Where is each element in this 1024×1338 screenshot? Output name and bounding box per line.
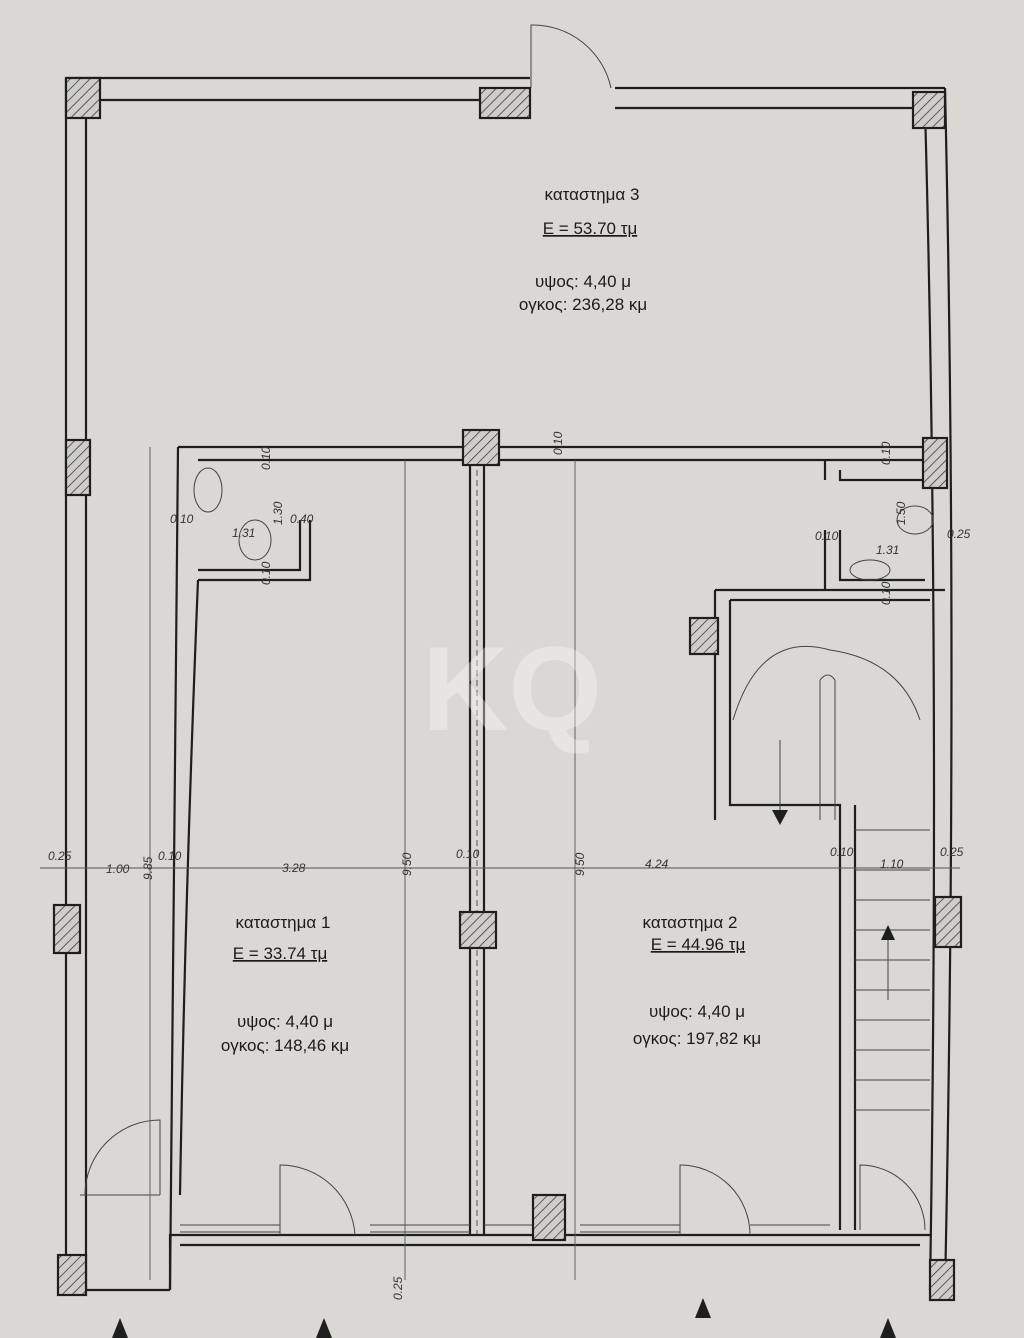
dim-label: 0.25 — [48, 849, 72, 863]
dim-label: 0.10 — [551, 431, 565, 455]
column — [461, 428, 501, 467]
room-name: καταστημα 1 — [236, 913, 331, 932]
room-1-label: καταστημα 1 E = 33.74 τμ υψος: 4,40 μ ογ… — [221, 913, 349, 1055]
room-height: υψος: 4,40 μ — [237, 1012, 333, 1031]
room-2-label: καταστημα 2 E = 44.96 τμ υψος: 4,40 μ ογ… — [633, 913, 761, 1048]
column — [921, 436, 949, 490]
room-height: υψος: 4,40 μ — [649, 1002, 745, 1021]
column — [52, 903, 82, 955]
dim-label: 9.50 — [400, 852, 414, 876]
column — [928, 1258, 956, 1302]
column — [56, 1253, 88, 1297]
dim-label: 0.25 — [391, 1276, 405, 1300]
room-area: E = 33.74 τμ — [233, 944, 328, 963]
column — [64, 438, 92, 497]
room-3-label: καταστημα 3 E = 53.70 τμ υψος: 4,40 μ ογ… — [519, 185, 647, 314]
column — [64, 76, 102, 120]
column — [933, 895, 963, 949]
dim-label: 0.10 — [830, 845, 854, 859]
dim-label: 0.25 — [940, 845, 964, 859]
dim-label: 0.10 — [158, 849, 182, 863]
columns — [52, 76, 963, 1302]
room-height: υψος: 4,40 μ — [535, 272, 631, 291]
dim-label: 0.10 — [259, 446, 273, 470]
room-volume: ογκος: 148,46 κμ — [221, 1036, 349, 1055]
dim-label: 0.10 — [815, 529, 839, 543]
column — [478, 86, 532, 120]
room-area: E = 53.70 τμ — [543, 219, 638, 238]
watermark-logo: KQ — [422, 622, 602, 756]
room-area: E = 44.96 τμ — [651, 935, 746, 954]
dimension-labels: 0.10 1.30 0.10 0.40 1.31 0.10 0.10 1.50 … — [48, 431, 971, 1300]
dim-label: 1.31 — [232, 526, 255, 540]
dim-label: 1.00 — [106, 862, 130, 876]
dim-label: 1.50 — [894, 501, 908, 525]
dim-label: 0.25 — [947, 527, 971, 541]
dim-label: 1.10 — [880, 857, 904, 871]
column — [531, 1193, 567, 1242]
column — [911, 90, 947, 130]
dim-label: 0.10 — [879, 441, 893, 465]
dim-label: 0.40 — [290, 512, 314, 526]
room-volume: ογκος: 197,82 κμ — [633, 1029, 761, 1048]
dim-label: 9.50 — [573, 852, 587, 876]
dim-label: 1.30 — [271, 501, 285, 525]
dim-label: 4.24 — [645, 857, 669, 871]
dim-label: 1.31 — [876, 543, 899, 557]
column — [688, 616, 720, 656]
dimension-lines — [40, 447, 960, 1280]
dim-label: 9.85 — [141, 856, 155, 880]
dim-label: 0.10 — [879, 581, 893, 605]
room-name: καταστημα 3 — [545, 185, 640, 204]
walls — [64, 24, 953, 1338]
room-name: καταστημα 2 — [643, 913, 738, 932]
dim-label: 0.10 — [259, 561, 273, 585]
dim-label: 0.10 — [170, 512, 194, 526]
room-volume: ογκος: 236,28 κμ — [519, 295, 647, 314]
dim-label: 3.28 — [282, 861, 306, 875]
dim-label: 0.10 — [456, 847, 480, 861]
column — [458, 910, 498, 950]
